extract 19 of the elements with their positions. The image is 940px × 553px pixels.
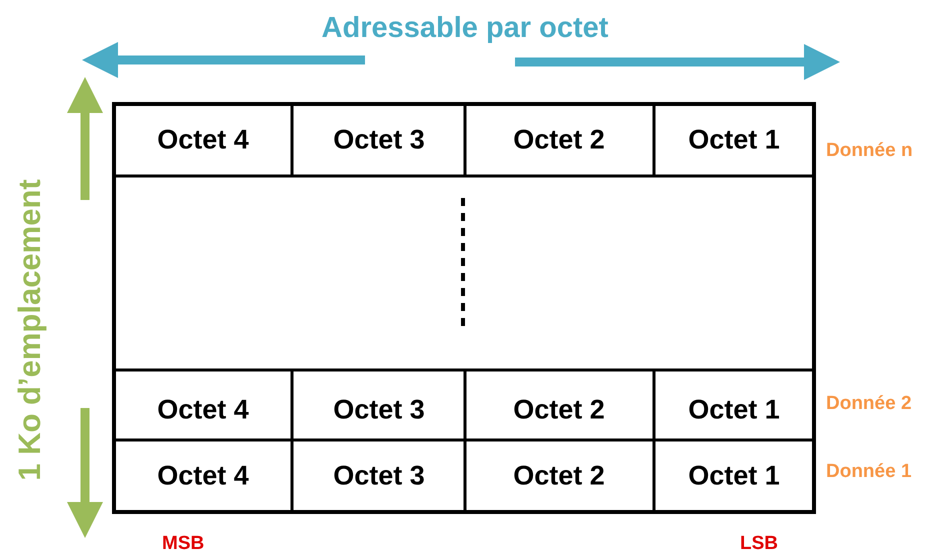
row-label: Donnée n <box>826 140 913 162</box>
byte-label: Octet 1 <box>688 124 780 156</box>
byte-label: Octet 4 <box>157 124 249 156</box>
byte-label: Octet 1 <box>688 394 780 426</box>
row-label: Donnée 2 <box>826 393 912 415</box>
byte-label: Octet 4 <box>157 394 249 426</box>
row-label: Donnée 1 <box>826 461 912 483</box>
byte-label: Octet 3 <box>333 124 425 156</box>
byte-label: Octet 2 <box>513 460 605 492</box>
byte-label: Octet 2 <box>513 394 605 426</box>
byte-label: Octet 4 <box>157 460 249 492</box>
byte-label: Octet 3 <box>333 394 425 426</box>
byte-label: Octet 1 <box>688 460 780 492</box>
bit-order-label: LSB <box>740 533 778 553</box>
diagram-title: Adressable par octet <box>322 12 608 45</box>
bit-order-label: MSB <box>162 533 204 553</box>
axis-title: 1 Ko d’emplacement <box>12 179 48 481</box>
byte-label: Octet 3 <box>333 460 425 492</box>
byte-label: Octet 2 <box>513 124 605 156</box>
